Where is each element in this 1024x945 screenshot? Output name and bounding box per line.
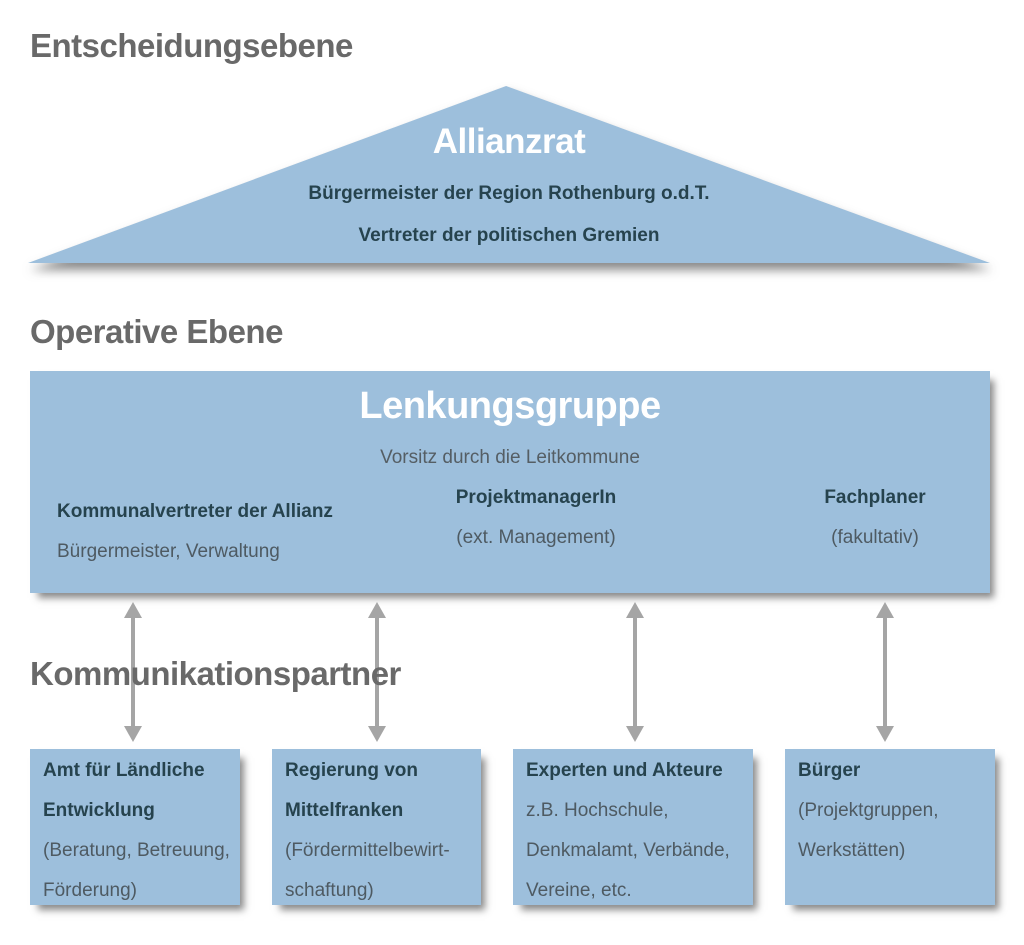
- lenkungsgruppe-box: Lenkungsgruppe Vorsitz durch die Leitkom…: [30, 371, 990, 593]
- column-subtitle: (ext. Management): [456, 527, 616, 548]
- allianzrat-pyramid: Allianzrat Bürgermeister der Region Roth…: [28, 86, 990, 263]
- double-arrow-icon: [876, 602, 894, 742]
- steering-column-kommunalvertreter: Kommunalvertreter der Allianz Bürgermeis…: [57, 501, 333, 563]
- partner-body-line: schaftung): [285, 880, 374, 901]
- partner-body-line: Vereine, etc.: [526, 880, 632, 901]
- steering-subtitle: Vorsitz durch die Leitkommune: [380, 447, 640, 468]
- double-arrow-icon: [124, 602, 142, 742]
- arrow-shaft: [131, 615, 135, 729]
- arrow-head-up: [368, 602, 386, 618]
- partner-body-line: (Fördermittelbewirt-: [285, 840, 450, 861]
- partner-body-line: z.B. Hochschule,: [526, 800, 669, 821]
- heading-entscheidungsebene: Entscheidungsebene: [30, 27, 353, 64]
- arrow-head-up: [876, 602, 894, 618]
- partner-title-line: Regierung von: [285, 760, 419, 781]
- column-subtitle: (fakultativ): [831, 527, 919, 548]
- partner-box-amt-laendliche-entwicklung: Amt für Ländliche Entwicklung (Beratung,…: [30, 749, 240, 905]
- double-arrow-icon: [626, 602, 644, 742]
- partner-body-line: (Projektgruppen,: [798, 800, 939, 821]
- arrow-head-down: [876, 726, 894, 742]
- column-title: ProjektmanagerIn: [455, 487, 617, 508]
- partner-body-line: (Beratung, Betreuung,: [43, 840, 230, 861]
- pyramid-subtitle-line: Bürgermeister der Region Rothenburg o.d.…: [308, 183, 710, 204]
- partner-title-line: Experten und Akteure: [526, 760, 723, 781]
- heading-operative-ebene: Operative Ebene: [30, 313, 283, 350]
- arrow-head-down: [626, 726, 644, 742]
- partner-box-buerger: Bürger (Projektgruppen, Werkstätten): [785, 749, 995, 905]
- steering-column-projektmanager: ProjektmanagerIn (ext. Management): [456, 487, 617, 549]
- arrow-head-down: [124, 726, 142, 742]
- arrow-shaft: [633, 615, 637, 729]
- heading-kommunikationspartner: Kommunikationspartner: [30, 655, 401, 692]
- arrow-head-up: [124, 602, 142, 618]
- steering-title: Lenkungsgruppe: [359, 385, 661, 427]
- partner-body-line: Werkstätten): [798, 840, 906, 861]
- column-subtitle: Bürgermeister, Verwaltung: [57, 541, 280, 562]
- partner-body-line: Denkmalamt, Verbände,: [526, 840, 730, 861]
- partner-title-line: Bürger: [798, 760, 861, 781]
- partner-title-line: Amt für Ländliche: [43, 760, 205, 781]
- partner-title-line: Mittelfranken: [285, 800, 404, 821]
- column-title: Kommunalvertreter der Allianz: [57, 501, 333, 522]
- partner-title-line: Entwicklung: [43, 800, 155, 821]
- arrow-head-down: [368, 726, 386, 742]
- pyramid-subtitle-line: Vertreter der politischen Gremien: [358, 225, 660, 246]
- steering-column-fachplaner: Fachplaner (fakultativ): [824, 487, 925, 549]
- column-title: Fachplaner: [824, 487, 926, 508]
- partner-box-experten-akteure: Experten und Akteure z.B. Hochschule, De…: [513, 749, 753, 905]
- arrow-head-up: [626, 602, 644, 618]
- double-arrow-icon: [368, 602, 386, 742]
- partner-box-regierung-mittelfranken: Regierung von Mittelfranken (Fördermitte…: [272, 749, 481, 905]
- pyramid-title: Allianzrat: [432, 122, 586, 161]
- arrow-shaft: [883, 615, 887, 729]
- partner-body-line: Förderung): [43, 880, 137, 901]
- arrow-shaft: [375, 615, 379, 729]
